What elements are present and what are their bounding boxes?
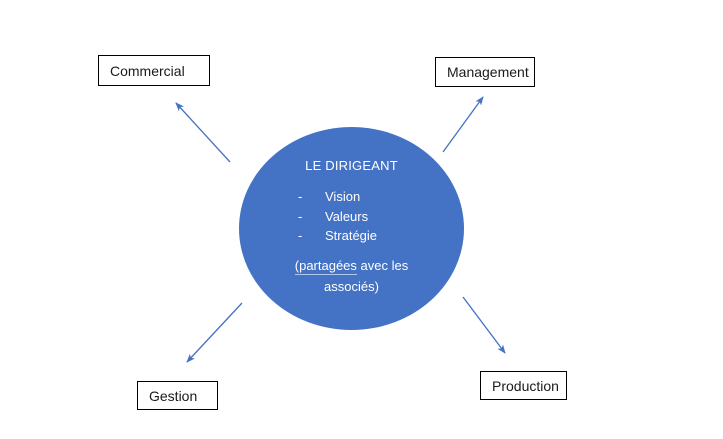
ellipse-note: (partagées avec les associés) [239, 255, 464, 297]
node-label: Management [447, 64, 529, 80]
node-box-gestion: Gestion [137, 381, 218, 410]
note-rest: avec les [356, 258, 409, 273]
list-item-label: Stratégie [325, 228, 378, 243]
bullet-dash: - [298, 189, 303, 204]
arrow-to-management [442, 96, 484, 153]
ellipse-bullet-list: - Vision - Valeurs - Stratégie [298, 187, 377, 246]
node-box-production: Production [480, 371, 567, 400]
note-line-1: (partagées avec les [239, 255, 464, 276]
node-box-management: Management [435, 57, 535, 87]
ellipse-title: LE DIRIGEANT [305, 158, 398, 173]
list-item: - Valeurs [298, 207, 377, 227]
arrow-to-production [462, 296, 506, 354]
note-line-2: associés) [324, 279, 379, 294]
note-underlined-word: (partagées [294, 258, 357, 275]
list-item: - Stratégie [298, 226, 377, 246]
node-label: Gestion [149, 387, 198, 404]
list-item: - Vision [298, 187, 377, 207]
node-label: Commercial [110, 62, 185, 79]
arrow-to-commercial [175, 102, 231, 163]
node-box-commercial: Commercial [98, 55, 210, 86]
bullet-dash: - [298, 228, 303, 243]
arrow-to-gestion [186, 302, 243, 363]
list-item-label: Valeurs [325, 208, 369, 224]
central-ellipse-le-dirigeant: LE DIRIGEANT - Vision - Valeurs - Stratégie… [239, 127, 464, 330]
node-label: Production [492, 377, 559, 394]
list-item-label: Vision [325, 189, 361, 204]
bullet-dash: - [298, 208, 303, 224]
